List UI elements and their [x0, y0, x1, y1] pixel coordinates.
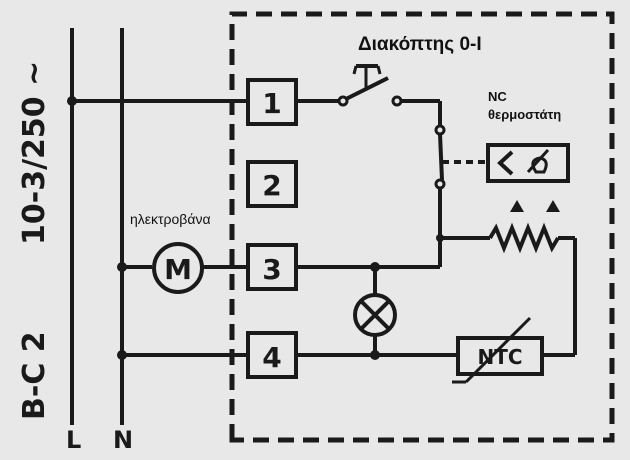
- rating-label: 10-3/250 ~: [17, 61, 52, 245]
- motor-symbol: M: [164, 253, 192, 286]
- thermostat-contact-blade: [438, 133, 444, 181]
- enclosure-dashed-border: [229, 11, 615, 443]
- switch-0-I: [296, 64, 440, 107]
- nc-label: NC: [488, 89, 507, 104]
- indicator-lamp: [353, 293, 397, 337]
- thermostat-contact-top: [434, 124, 446, 136]
- heat-arrow-2: [546, 200, 560, 212]
- thermostat-label: θερμοστάτη: [488, 107, 561, 122]
- terminal-2-label: 2: [262, 169, 281, 202]
- terminal-3: 3: [246, 243, 298, 291]
- heater-resistor: [488, 222, 560, 254]
- thermostat-bulb: [486, 143, 570, 183]
- label-N: N: [113, 426, 133, 454]
- terminal-4-label: 4: [262, 341, 281, 374]
- terminal-4: 4: [246, 331, 298, 379]
- terminal-2: 2: [246, 160, 298, 208]
- terminal-3-label: 3: [262, 253, 281, 286]
- heat-arrow-1: [510, 200, 524, 212]
- model-label: B-C 2: [17, 331, 52, 420]
- label-L: L: [66, 426, 81, 454]
- junction-L-1: [67, 96, 77, 106]
- junction-N-3: [117, 262, 127, 272]
- valve-label: ηλεκτροβάνα: [130, 211, 211, 227]
- junction-N-4: [117, 350, 127, 360]
- motor-valve: M: [152, 242, 204, 294]
- ntc-sensor: NTC: [452, 316, 544, 384]
- terminal-1-label: 1: [262, 87, 281, 120]
- terminal-1: 1: [246, 78, 298, 126]
- switch-title: Διακόπτης 0-Ι: [358, 34, 482, 55]
- thermostat-contact-bottom: [434, 178, 446, 190]
